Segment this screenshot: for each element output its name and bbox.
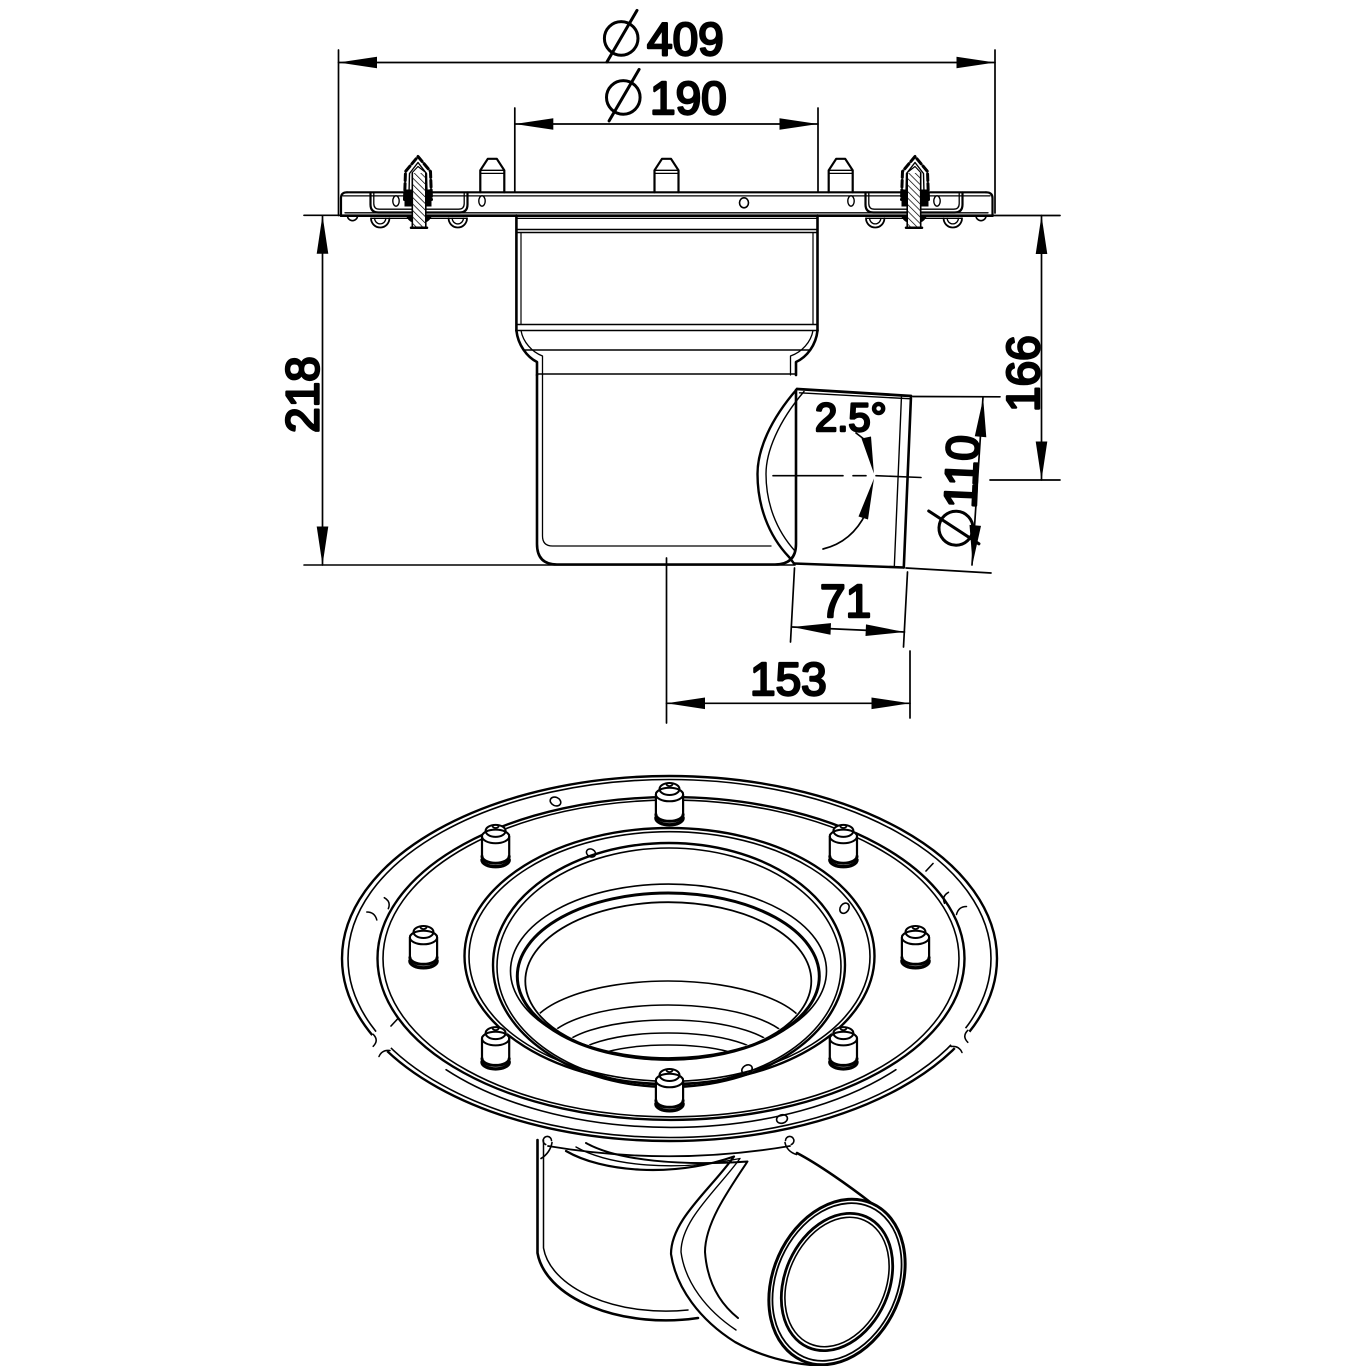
svg-text:218: 218 xyxy=(277,356,329,433)
svg-text:409: 409 xyxy=(647,13,724,65)
svg-text:71: 71 xyxy=(820,575,871,627)
svg-text:190: 190 xyxy=(650,72,727,124)
svg-text:166: 166 xyxy=(997,335,1049,412)
svg-text:2.5°: 2.5° xyxy=(815,396,887,440)
svg-text:153: 153 xyxy=(750,653,827,705)
svg-text:110: 110 xyxy=(934,434,989,510)
